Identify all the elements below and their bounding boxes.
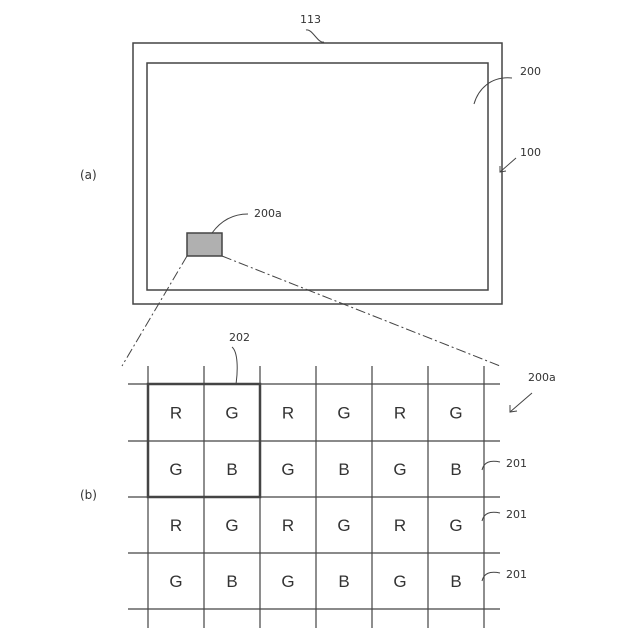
sub-area-200a [187,233,222,256]
subpixel-G-label: G [337,516,350,535]
subpixel-G-label: G [225,404,238,423]
ref-113-label: 113 [300,13,321,26]
subpixel-G-label: G [393,572,406,591]
subpixel-G-label: G [281,460,294,479]
magnify-line-right [222,256,500,366]
magnify-line-left [122,256,187,366]
display-device-outer-frame [133,43,502,304]
ref-100-label: 100 [520,146,541,159]
ref-202-leader [232,347,237,384]
ref-201-label: 201 [506,457,527,470]
subpixel-G-label: G [337,404,350,423]
ref-113-leader [306,30,324,42]
subpixel-G-label: G [169,572,182,591]
ref-201-leader [482,461,500,470]
subpixel-R-label: R [170,516,182,535]
subpixel-R-label: R [282,516,294,535]
ref-200a-bottom-arrow [510,393,532,412]
ref-201-label: 201 [506,568,527,581]
ref-200a-bottom-label: 200a [528,371,556,384]
subpixel-B-label: B [338,460,349,479]
ref-202-label: 202 [229,331,250,344]
subpixel-R-label: R [394,404,406,423]
subpixel-G-label: G [449,404,462,423]
ref-201-label: 201 [506,508,527,521]
subpixel-R-label: R [282,404,294,423]
subpixel-G-label: G [281,572,294,591]
ref-200a-top-leader [212,214,248,233]
subpixel-B-label: B [226,460,237,479]
subpixel-B-label: B [450,460,461,479]
subpixel-B-label: B [226,572,237,591]
ref-200a-top-label: 200a [254,207,282,220]
ref-200-leader [474,78,512,104]
subpixel-G-label: G [169,460,182,479]
subpixel-G-label: G [449,516,462,535]
figure-b-label: (b) [80,488,97,502]
subpixel-B-label: B [338,572,349,591]
figure-a-label: (a) [80,168,97,182]
ref-201-leader [482,572,500,581]
ref-200-label: 200 [520,65,541,78]
ref-201-leader [482,512,500,521]
subpixel-G-label: G [393,460,406,479]
subpixel-G-label: G [225,516,238,535]
subpixel-B-label: B [450,572,461,591]
subpixel-R-label: R [394,516,406,535]
subpixel-R-label: R [170,404,182,423]
